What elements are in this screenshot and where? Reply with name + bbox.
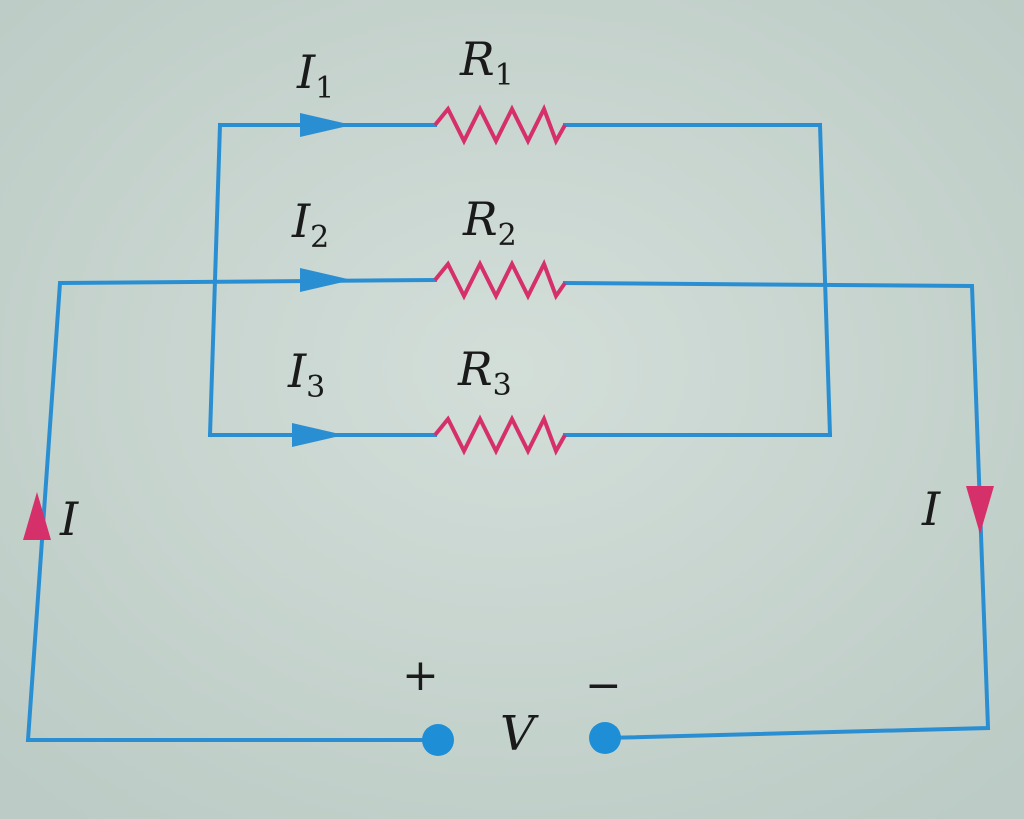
left-current-up-arrow-icon bbox=[23, 492, 51, 540]
resistor-r1-symbol bbox=[433, 104, 567, 146]
branch-1-arrow-icon bbox=[300, 113, 352, 137]
resistor-r2-symbol bbox=[433, 259, 567, 301]
branch-arrows bbox=[292, 113, 352, 447]
current-i1-label: I1 bbox=[296, 45, 334, 106]
outer-left-wire bbox=[25, 277, 438, 742]
main-current-left-label: I bbox=[59, 492, 79, 546]
resistor-r1-label: R1 bbox=[459, 32, 514, 93]
current-i2-label: I2 bbox=[291, 194, 329, 255]
positive-terminal-icon bbox=[422, 724, 454, 756]
resistor-r3-label: R3 bbox=[457, 342, 512, 403]
source-voltage-label: V bbox=[500, 706, 539, 762]
resistor-r2-label: R2 bbox=[462, 192, 517, 253]
branch-2-arrow-icon bbox=[300, 268, 352, 292]
main-current-right-label: I bbox=[921, 482, 941, 536]
negative-terminal-icon bbox=[589, 722, 621, 754]
source-positive-sign: + bbox=[402, 650, 439, 701]
current-i3-label: I3 bbox=[287, 344, 325, 405]
resistor-r3-symbol bbox=[433, 414, 567, 456]
source-negative-sign: − bbox=[585, 660, 622, 711]
main-current-arrows bbox=[23, 486, 994, 540]
branch-3-arrow-icon bbox=[292, 423, 344, 447]
resistors bbox=[433, 104, 567, 456]
right-current-down-arrow-icon bbox=[966, 486, 994, 534]
right-bus-wire bbox=[817, 122, 833, 438]
